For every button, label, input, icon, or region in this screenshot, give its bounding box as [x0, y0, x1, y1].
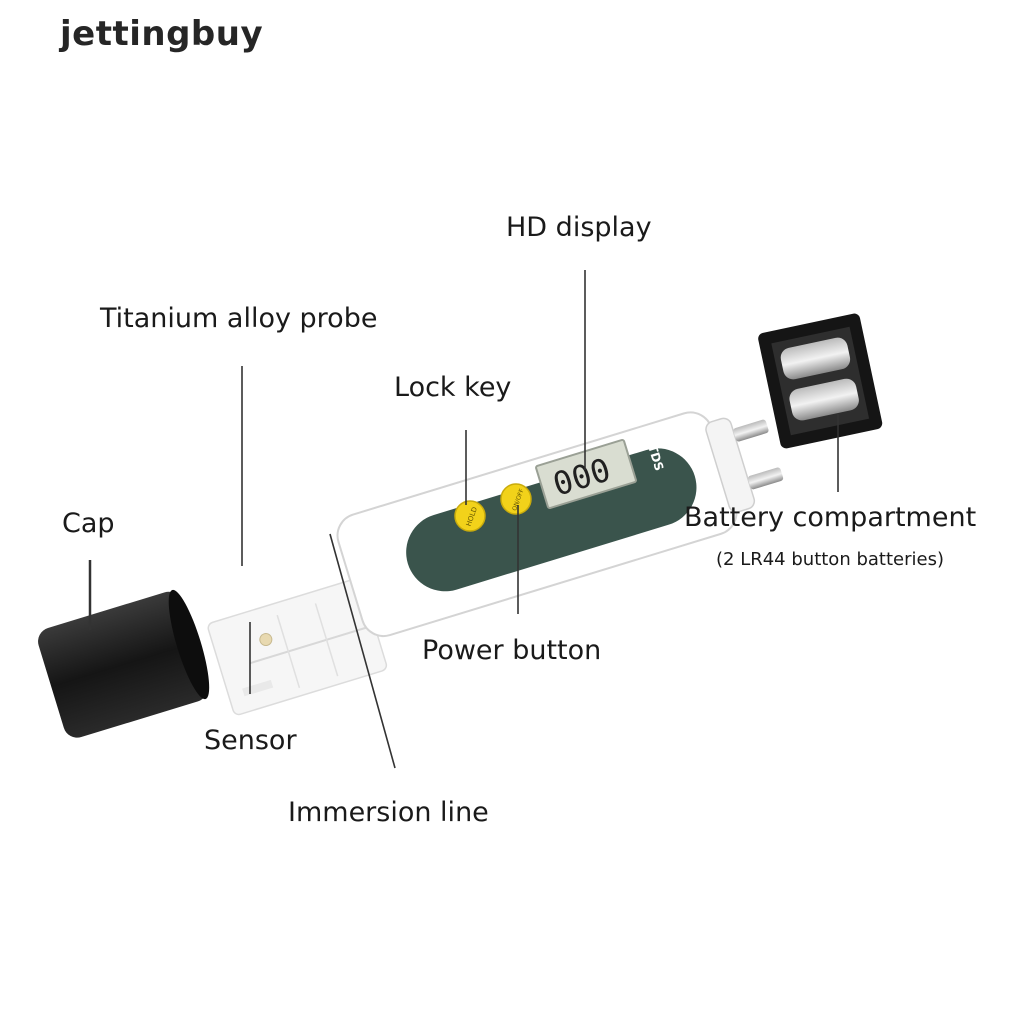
label-battery-note: (2 LR44 button batteries): [716, 549, 944, 570]
label-titanium-probe: Titanium alloy probe: [100, 303, 378, 334]
brand-watermark: jettingbuy: [60, 14, 264, 54]
label-immersion-line: Immersion line: [288, 797, 489, 828]
label-power-button: Power button: [422, 635, 602, 666]
cap: [38, 589, 210, 738]
hold-button: [454, 500, 486, 532]
label-lock-key: Lock key: [394, 372, 512, 403]
power-button: [500, 483, 532, 515]
lcd-display: [535, 439, 637, 509]
label-cap: Cap: [62, 508, 115, 539]
label-hd-display: HD display: [506, 212, 652, 243]
leader-lines: [88, 270, 839, 769]
meter-body: [207, 411, 784, 716]
label-sensor: Sensor: [204, 725, 297, 756]
battery-compartment: [758, 313, 883, 449]
leader-immersion: [329, 533, 396, 769]
label-battery-compartment: Battery compartment: [684, 502, 977, 533]
